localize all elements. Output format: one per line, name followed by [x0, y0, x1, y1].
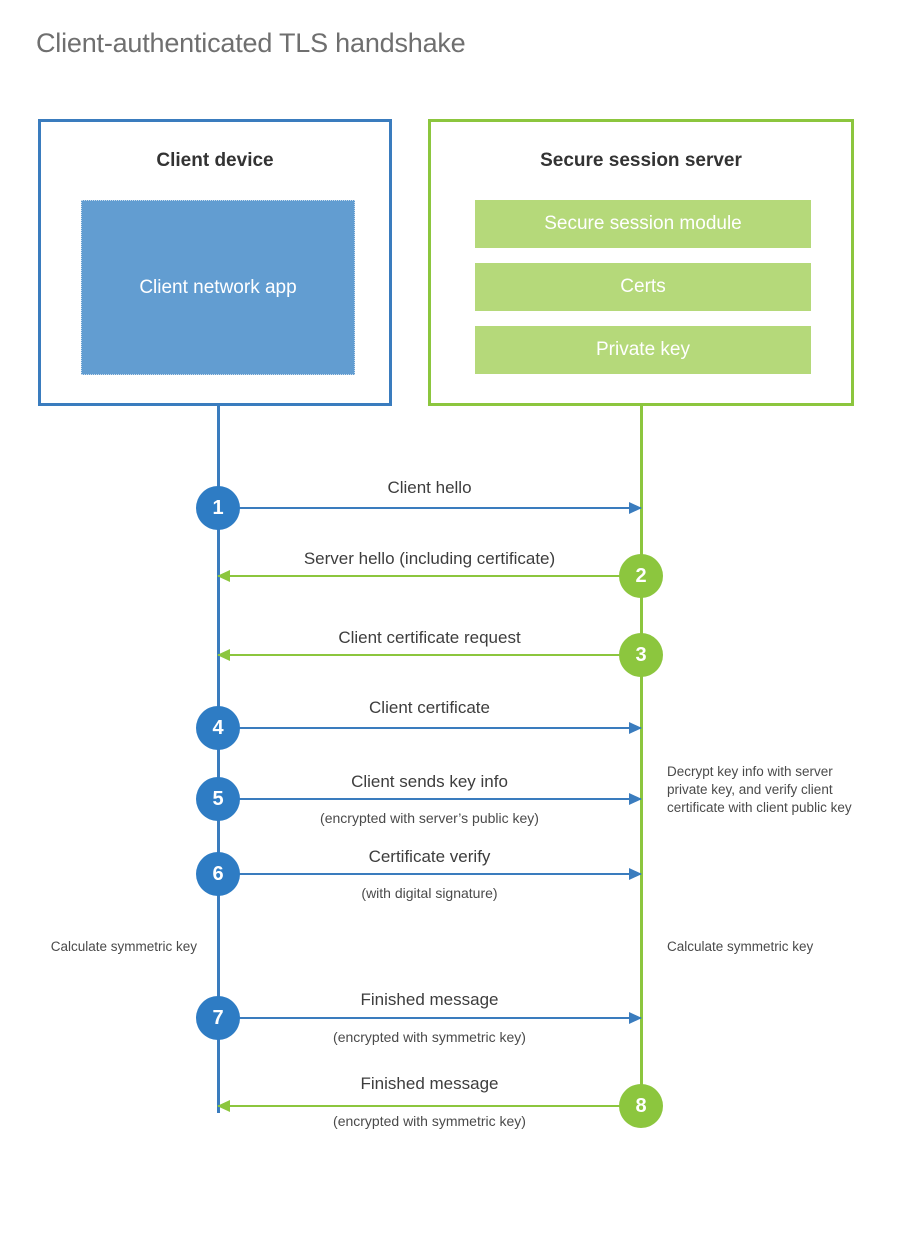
note-server-calculate-symmetric-key: Calculate symmetric key: [667, 939, 814, 954]
message-8-sublabel: (encrypted with symmetric key): [333, 1113, 526, 1129]
step-badge-3: 3: [619, 633, 663, 677]
note-server-decrypt: Decrypt key info with server private key…: [667, 764, 852, 815]
step-badge-7: 7: [196, 996, 240, 1040]
step-badge-4: 4: [196, 706, 240, 750]
server-item-private-key: Private key: [475, 326, 811, 374]
message-5-label: Client sends key info: [351, 772, 508, 791]
message-5-sublabel: (encrypted with server’s public key): [320, 810, 539, 826]
step-badge-2: 2: [619, 554, 663, 598]
step-badge-8: 8: [619, 1084, 663, 1128]
message-6-label: Certificate verify: [368, 847, 491, 866]
message-4-arrow: [218, 722, 642, 734]
note-client-calculate-symmetric-key: Calculate symmetric key: [50, 939, 197, 954]
client-device-title: Client device: [156, 150, 274, 171]
message-2-label: Server hello (including certificate): [303, 549, 556, 568]
arrow-head-icon: [629, 502, 642, 514]
page-title: Client-authenticated TLS handshake: [36, 28, 466, 58]
step-badge-5: 5: [196, 777, 240, 821]
message-6-sublabel: (with digital signature): [361, 885, 498, 901]
message-1-arrow: [218, 502, 642, 514]
server-item-certs: Certs: [475, 263, 811, 311]
message-2-arrow: [217, 570, 641, 582]
arrow-head-icon: [217, 649, 230, 661]
step-badge-6: 6: [196, 852, 240, 896]
client-device-box: Client device Client network app: [38, 119, 392, 406]
message-7-sublabel: (encrypted with symmetric key): [333, 1029, 526, 1045]
arrow-head-icon: [629, 793, 642, 805]
message-6-arrow: [218, 868, 642, 880]
message-3-label: Client certificate request: [338, 628, 521, 647]
message-8-label: Finished message: [360, 1074, 499, 1093]
message-5-arrow: [218, 793, 642, 805]
arrow-head-icon: [629, 722, 642, 734]
secure-session-server-box: Secure session server Secure session mod…: [428, 119, 854, 406]
server-lifeline: [640, 405, 643, 1106]
arrow-head-icon: [217, 1100, 230, 1112]
arrow-head-icon: [629, 1012, 642, 1024]
message-8-arrow: [217, 1100, 641, 1112]
server-item-secure-session-module: Secure session module: [475, 200, 811, 248]
message-4-label: Client certificate: [369, 698, 490, 717]
client-network-app-block: Client network app: [81, 200, 355, 375]
secure-session-server-title: Secure session server: [540, 150, 742, 171]
client-lifeline: [217, 405, 220, 1113]
message-3-arrow: [217, 649, 641, 661]
arrow-head-icon: [217, 570, 230, 582]
step-badge-1: 1: [196, 486, 240, 530]
arrow-head-icon: [629, 868, 642, 880]
message-7-label: Finished message: [360, 990, 499, 1009]
message-1-label: Client hello: [387, 478, 472, 497]
message-7-arrow: [218, 1012, 642, 1024]
